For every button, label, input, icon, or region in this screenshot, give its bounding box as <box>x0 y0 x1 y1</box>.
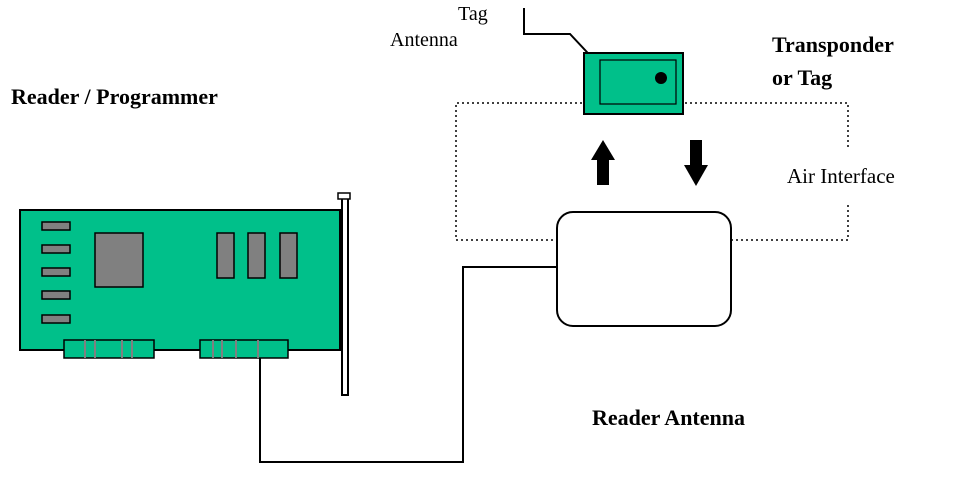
side-pin <box>41 244 71 254</box>
transponder-tag <box>583 52 684 115</box>
tag-chip-dot <box>655 72 667 84</box>
tag-antenna-wire <box>523 8 601 67</box>
arrow-down-icon <box>684 140 708 186</box>
tag-body <box>583 52 684 115</box>
tag-antenna-label-line1: Tag <box>458 3 488 25</box>
arrow-up-icon <box>591 140 615 185</box>
reader-programmer-label: Reader / Programmer <box>11 84 218 109</box>
reader-cable <box>259 266 558 463</box>
card-edge-connector-right <box>199 339 289 359</box>
transponder-label-line2: or Tag <box>772 65 832 90</box>
small-chip <box>247 232 266 279</box>
side-pin <box>41 314 71 324</box>
reader-programmer-card <box>19 192 351 396</box>
transponder-label-line1: Transponder <box>772 32 894 57</box>
card-main-chip <box>94 232 144 288</box>
air-interface-boundary-lower <box>455 102 849 241</box>
card-bracket-top <box>337 192 351 200</box>
side-pin <box>41 221 71 231</box>
small-chip <box>216 232 235 279</box>
tag-inner-coil <box>599 59 677 105</box>
card-bracket <box>341 196 349 396</box>
card-side-pins <box>41 221 71 324</box>
side-pin <box>41 290 71 300</box>
air-interface-label: Air Interface <box>787 164 895 188</box>
card-small-chips <box>216 232 298 279</box>
side-pin <box>41 267 71 277</box>
small-chip <box>279 232 298 279</box>
reader-antenna-box <box>556 211 732 327</box>
card-board <box>19 209 341 351</box>
tag-antenna-label-line2: Antenna <box>390 29 458 51</box>
card-edge-connector-left <box>63 339 155 359</box>
reader-antenna-label: Reader Antenna <box>592 405 745 430</box>
